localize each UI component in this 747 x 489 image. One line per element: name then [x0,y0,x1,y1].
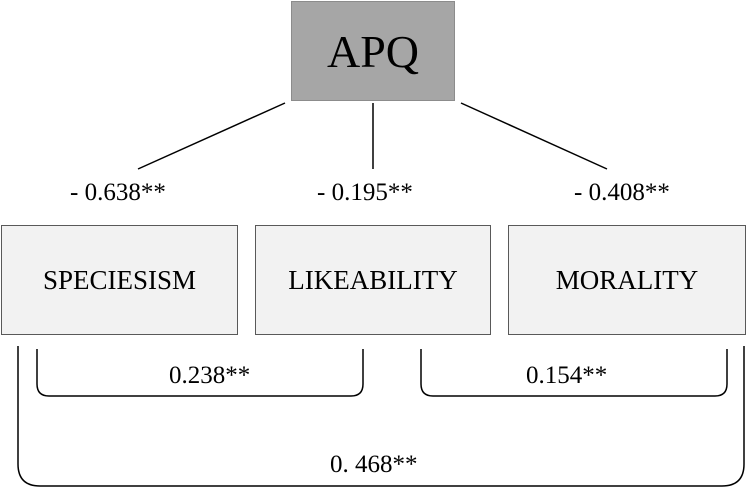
coef-apq-speciesism: - 0.638** [70,179,166,206]
corr-speciesism-likeability: 0.238** [169,362,251,389]
bracket-speciesism-morality [17,346,745,487]
coef-apq-morality: - 0.408** [574,179,670,206]
path-apq-speciesism [137,102,286,170]
path-apq-morality [460,102,608,170]
bracket-likeability-morality [420,349,728,397]
speciesism-box: SPECIESISM [1,225,238,335]
corr-speciesism-morality: 0. 468** [330,451,418,478]
coef-apq-likeability: - 0.195** [317,179,413,206]
likeability-box: LIKEABILITY [255,225,491,335]
apq-box: APQ [291,1,455,101]
morality-box: MORALITY [508,225,746,335]
corr-likeability-morality: 0.154** [526,362,608,389]
bracket-speciesism-likeability [36,349,364,397]
